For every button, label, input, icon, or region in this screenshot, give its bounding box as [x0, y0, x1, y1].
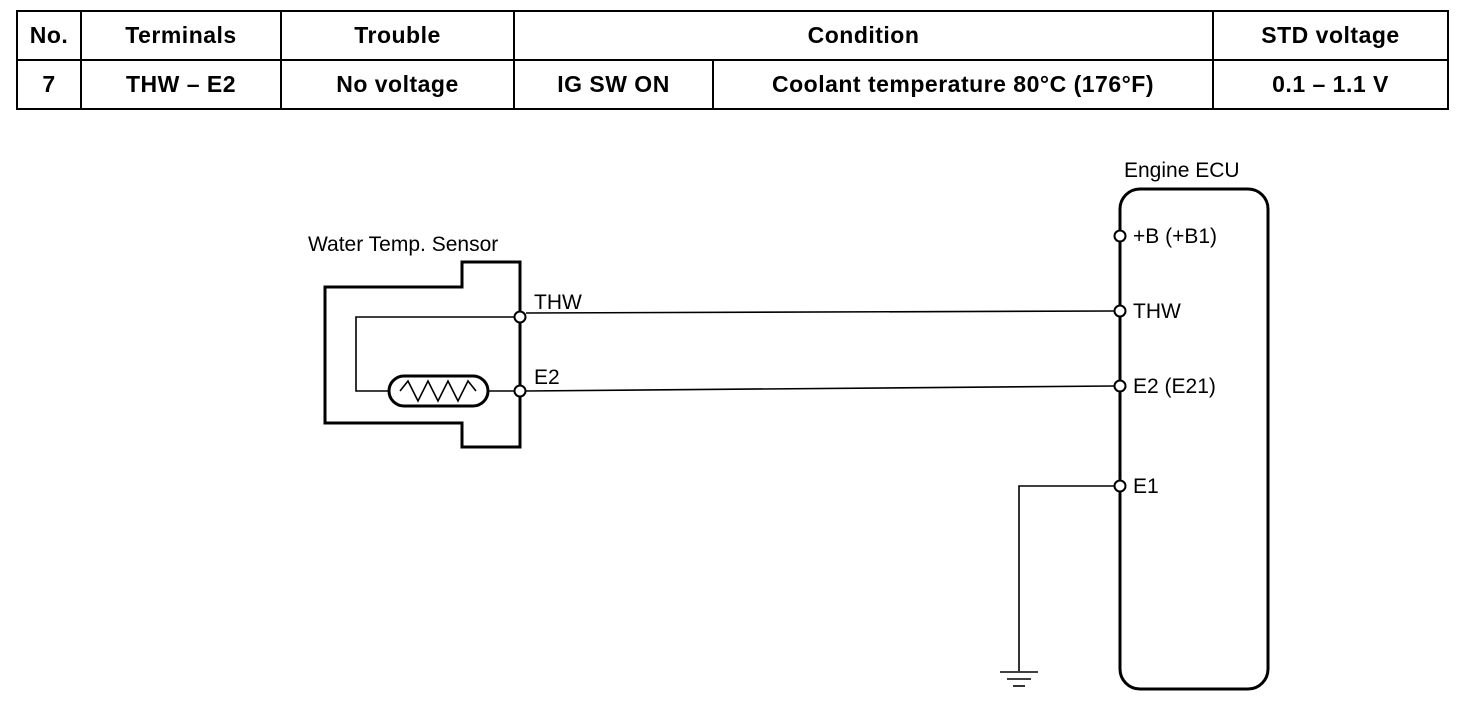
engine-ecu: Engine ECU +B (+B1) THW E2 (E21) E1 — [1113, 159, 1270, 691]
sensor-thw-terminal — [513, 310, 527, 324]
ecu-pin-thw-label: THW — [1133, 300, 1181, 323]
spec-table-header-row: No. Terminals Trouble Condition STD volt… — [16, 10, 1450, 61]
spec-table-row: 7 THW – E2 No voltage IG SW ON Coolant t… — [16, 59, 1450, 110]
spec-table: No. Terminals Trouble Condition STD volt… — [16, 10, 1450, 110]
header-trouble: Trouble — [280, 10, 515, 61]
cell-condition-detail: Coolant temperature 80°C (176°F) — [711, 59, 1215, 110]
ecu-box — [1118, 187, 1270, 691]
cell-trouble: No voltage — [280, 59, 515, 110]
sensor-internal-wire — [355, 316, 520, 392]
ecu-b-terminal — [1113, 229, 1127, 243]
header-no: No. — [16, 10, 82, 61]
sensor-housing — [323, 260, 522, 449]
header-std-voltage: STD voltage — [1212, 10, 1450, 61]
header-terminals: Terminals — [80, 10, 282, 61]
ecu-label: Engine ECU — [1124, 159, 1240, 182]
sensor-label: Water Temp. Sensor — [308, 233, 498, 256]
cell-terminals: THW – E2 — [80, 59, 282, 110]
wire-e1-ground — [1018, 485, 1114, 671]
header-condition: Condition — [512, 10, 1215, 61]
ecu-e1-terminal — [1113, 479, 1127, 493]
cell-std-voltage: 0.1 – 1.1 V — [1212, 59, 1450, 110]
ecu-pin-e1-label: E1 — [1133, 475, 1159, 498]
sensor-e2-terminal — [513, 384, 527, 398]
ecu-e2-terminal — [1113, 379, 1127, 393]
thermistor-icon — [399, 379, 477, 403]
ecu-pin-b-label: +B (+B1) — [1133, 225, 1217, 248]
ground-icon — [1000, 671, 1038, 687]
ecu-pin-e2-label: E2 (E21) — [1133, 375, 1216, 398]
thermistor-body — [387, 374, 490, 408]
ecu-thw-terminal — [1113, 304, 1127, 318]
water-temp-sensor: Water Temp. Sensor THW E2 — [308, 233, 582, 449]
sensor-pin-e2-label: E2 — [534, 366, 560, 389]
cell-no: 7 — [16, 59, 82, 110]
sensor-pin-thw-label: THW — [534, 291, 582, 314]
wire-thw — [525, 310, 1115, 314]
cell-condition-switch: IG SW ON — [513, 59, 714, 110]
wire-e2 — [525, 385, 1115, 392]
